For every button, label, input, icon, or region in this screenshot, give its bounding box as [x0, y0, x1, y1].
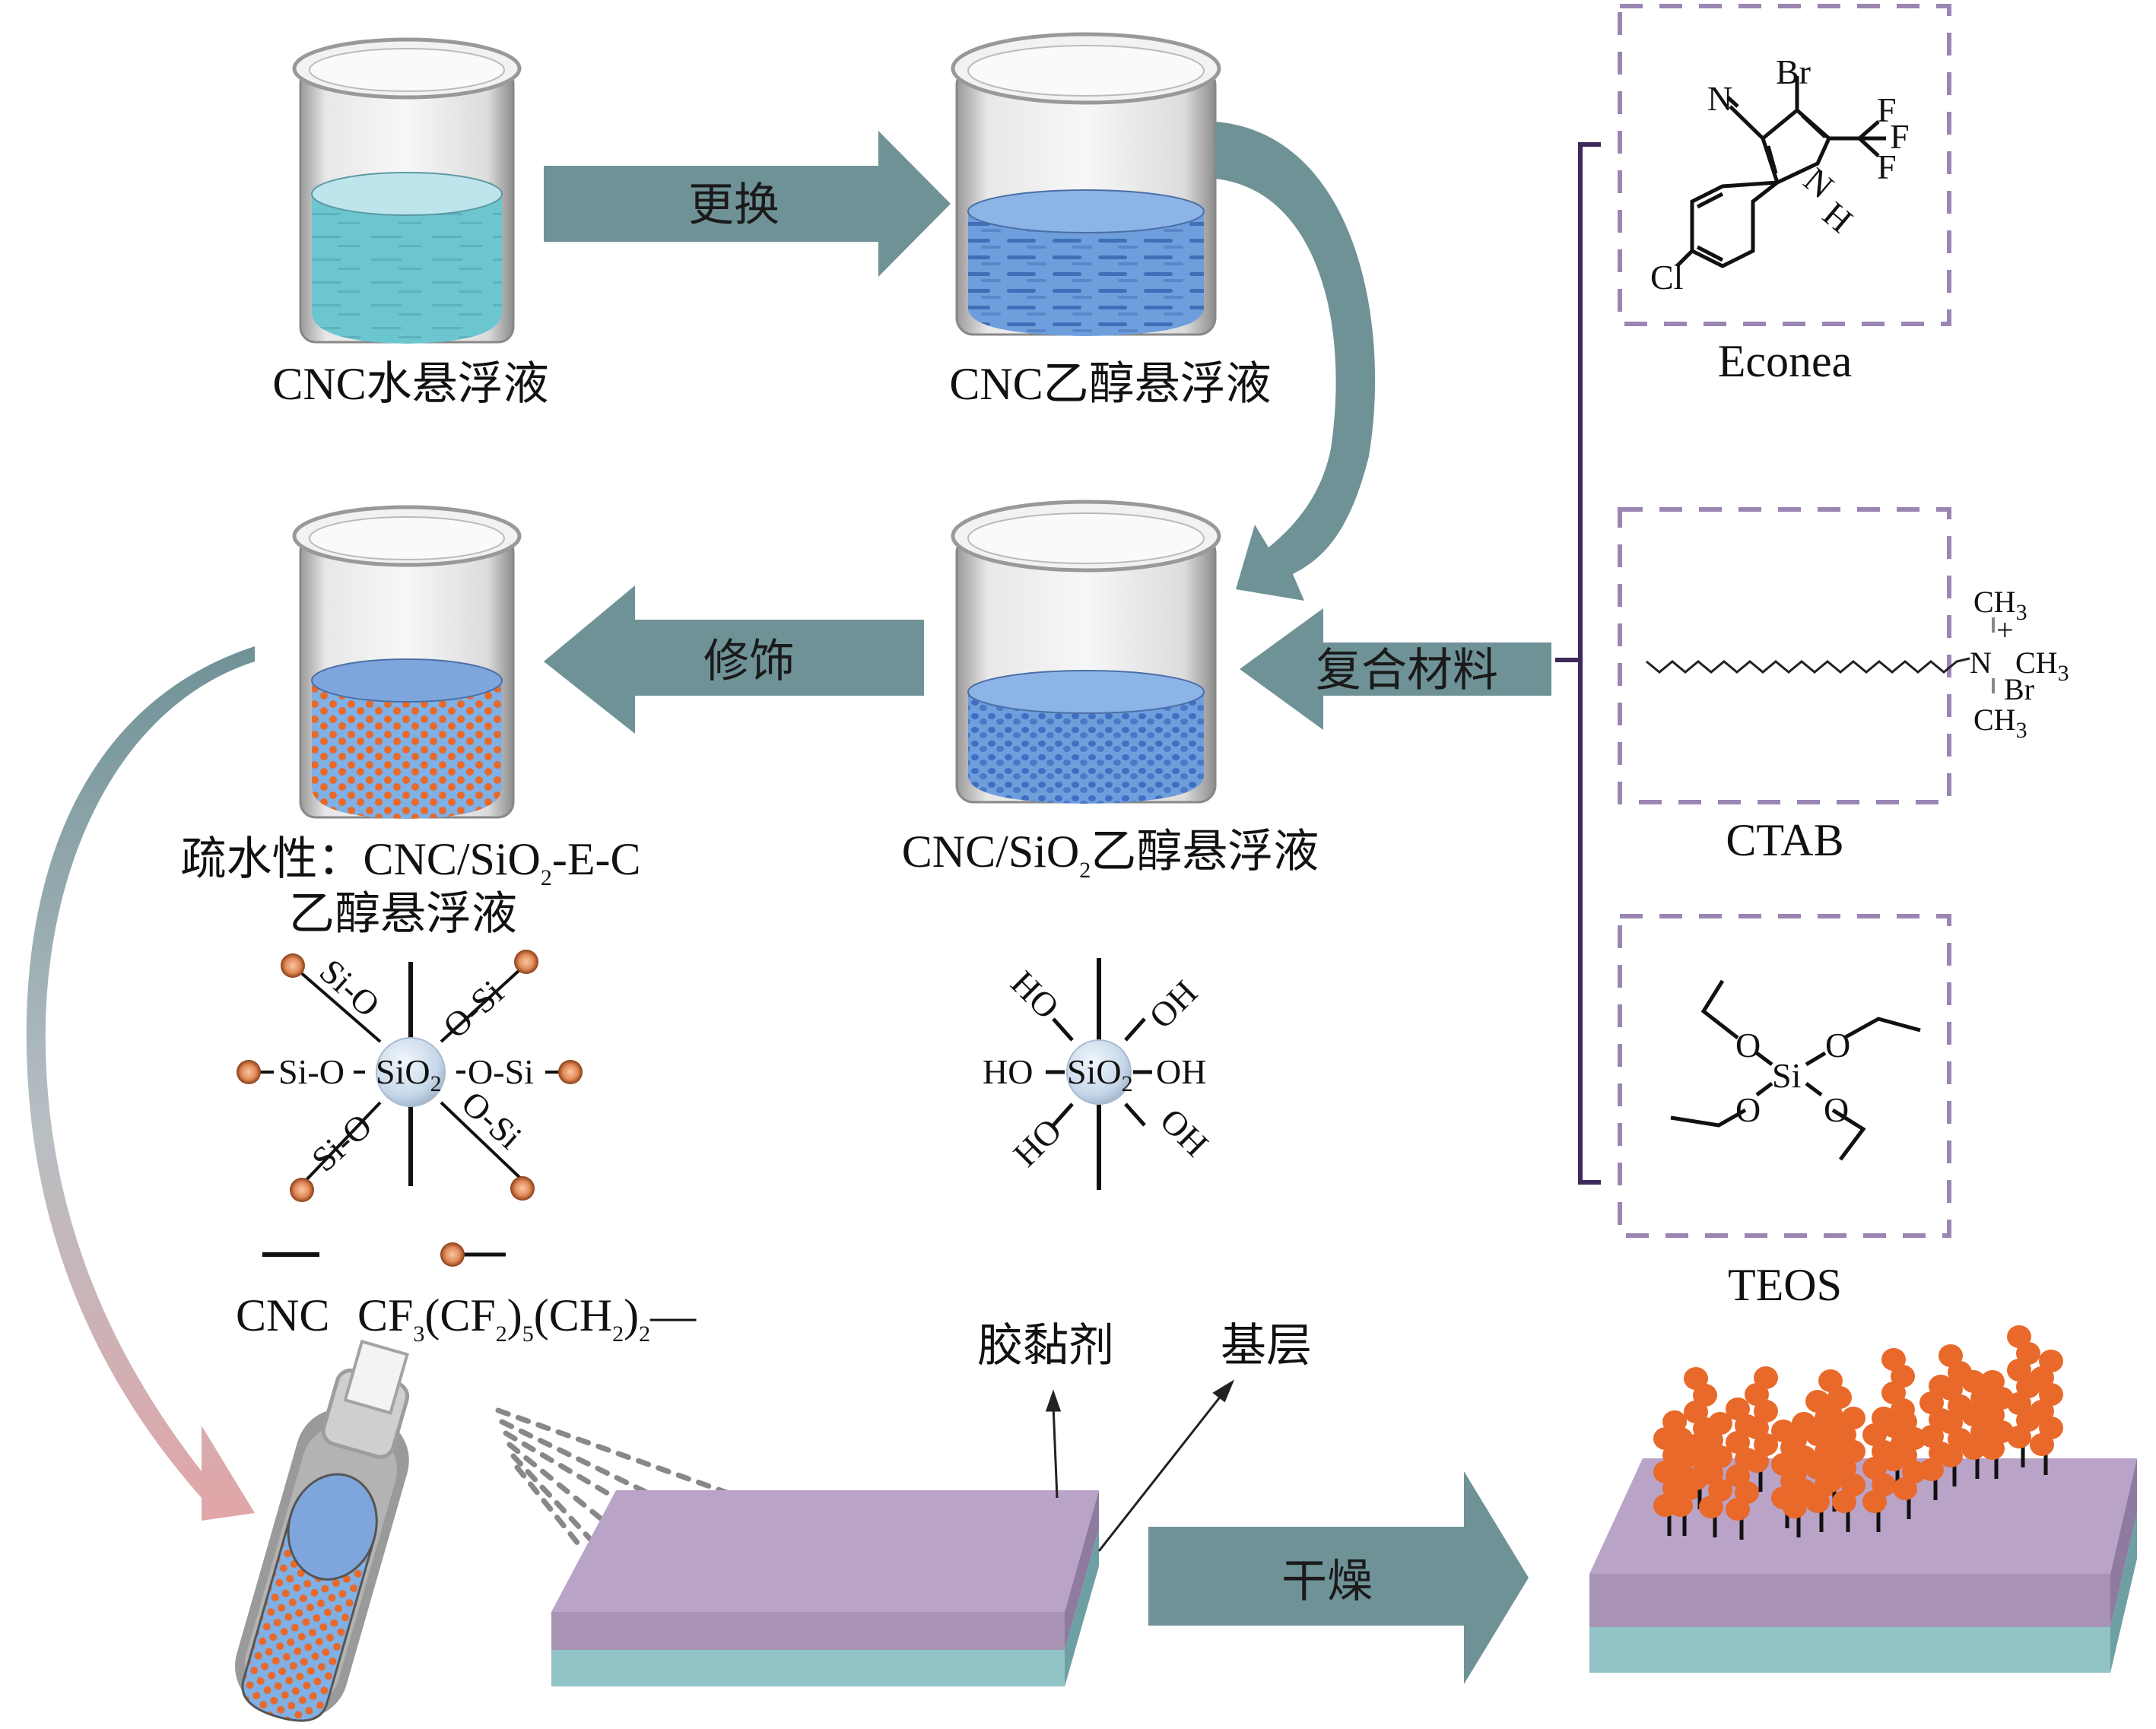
beaker-cnc-water	[292, 37, 522, 344]
reagent-ctab-label: CTAB	[1726, 815, 1843, 865]
teos-o1: O	[1735, 1026, 1761, 1064]
label-hydrophobic-line2: 乙醇悬浮液	[289, 889, 517, 939]
label-adhesive: 胶黏剂	[977, 1321, 1114, 1371]
atom-f3: F	[1877, 148, 1897, 186]
atom-f2: F	[1890, 117, 1910, 156]
atom-f1: F	[1877, 90, 1897, 129]
atom-h: H	[1815, 194, 1859, 240]
label-pointers	[1045, 1379, 1235, 1552]
arrow-modify: 修饰	[544, 585, 924, 734]
arm-lower-right-label: O-Si	[454, 1083, 529, 1156]
teos-si: Si	[1772, 1056, 1801, 1095]
fluorinated-bead	[1708, 1412, 1732, 1435]
atom-n-ring: N	[1796, 160, 1840, 205]
oh-upper-right: OH	[1142, 972, 1205, 1036]
arrow-modify-label: 修饰	[703, 636, 795, 687]
sio2-hydroxyl-particle: SiO2 HO OH HO OH HO OH	[983, 958, 1216, 1190]
legend-cnc-label: CNC	[236, 1290, 329, 1340]
label-cnc-ethanol: CNC乙醇悬浮液	[949, 359, 1271, 409]
ctab-ch3-right: CH3	[2015, 646, 2069, 686]
ctab-br: Br	[2004, 672, 2034, 706]
fluorinated-bead	[1818, 1369, 1843, 1392]
fluorinated-bead	[1684, 1367, 1708, 1390]
fluorinated-bead	[1938, 1344, 1963, 1367]
fluorinated-bead	[1841, 1407, 1865, 1429]
arrow-replace-label: 更换	[688, 180, 780, 230]
teos-o3: O	[1735, 1090, 1761, 1129]
ctab-ch3-bottom: CH3	[1973, 703, 2027, 743]
beaker-hydrophobic	[292, 505, 522, 819]
reagent-econea-label: Econea	[1718, 336, 1853, 386]
arrow-replace: 更换	[544, 131, 951, 277]
ctab-charge: +	[1996, 613, 2014, 647]
reagent-bracket	[1555, 142, 1601, 1185]
arm-right-label: O-Si	[468, 1052, 534, 1091]
oh-lower-right: OH	[1153, 1101, 1216, 1164]
fluorinated-bead	[1754, 1366, 1778, 1389]
arm-left-label: Si-O	[278, 1052, 345, 1091]
ctab-ch3-top: CH3	[1973, 585, 2027, 625]
atom-n-nitrile: N	[1707, 79, 1732, 118]
legend-chain-bead	[440, 1242, 465, 1267]
fluorinated-bead	[2039, 1350, 2063, 1372]
arrow-dry: 干燥	[1148, 1471, 1529, 1684]
fluorinated-bead	[1881, 1348, 1906, 1371]
reagent-teos: O O Si O O	[1618, 914, 1951, 1238]
label-hydrophobic-line1: 疏水性：CNC/SiO2-E-C	[180, 834, 640, 890]
oh-right: OH	[1156, 1052, 1206, 1091]
substrate-final	[1589, 1325, 2137, 1673]
arrow-dry-label: 干燥	[1281, 1556, 1373, 1607]
fluorinated-bead	[1961, 1370, 1986, 1393]
arrow-curved-down	[1215, 122, 1376, 601]
teos-o4: O	[1824, 1090, 1849, 1129]
fluorinated-bead	[1893, 1410, 1917, 1433]
sio2-center-label: SiO2	[376, 1052, 442, 1096]
oh-upper-left: HO	[1004, 963, 1067, 1026]
sio2-modified-particle: SiO2 Si-O O-Si Si-O O-Si Si-O O-Si	[237, 950, 583, 1202]
sio2-hydroxyl-center: SiO2	[1067, 1052, 1133, 1096]
label-cnc-water: CNC水悬浮液	[272, 359, 548, 409]
reagent-econea: Br N F F F N H Cl	[1618, 4, 1951, 326]
fluorinated-bead	[1980, 1370, 2005, 1393]
arm-upper-left-label: Si-O	[313, 951, 388, 1024]
atom-br: Br	[1776, 52, 1811, 91]
label-cnc-sio2-ethanol: CNC/SiO2乙醇悬浮液	[902, 826, 1319, 883]
label-substrate: 基层	[1221, 1321, 1312, 1371]
legend-chain-label: CF3(CF2)5(CH2)2—	[357, 1290, 697, 1347]
ctab-n: N	[1970, 646, 1992, 680]
reagent-teos-label: TEOS	[1728, 1260, 1842, 1310]
reagent-ctab: CH3 + N CH3 Br CH3	[1618, 507, 2069, 804]
beaker-cnc-sio2-ethanol	[951, 500, 1221, 804]
legend: CNC CF3(CF2)5(CH2)2—	[236, 1242, 697, 1347]
fluorinated-bead	[1726, 1397, 1750, 1420]
substrate-coating	[551, 1490, 1099, 1686]
arrow-composite-label: 复合材料	[1316, 646, 1498, 696]
arrow-composite: 复合材料	[1240, 608, 1551, 730]
arrow-curved-to-spray	[26, 646, 256, 1521]
oh-left: HO	[983, 1052, 1033, 1091]
teos-o2: O	[1825, 1026, 1850, 1064]
beaker-cnc-ethanol	[951, 32, 1221, 336]
atom-cl: Cl	[1650, 258, 1683, 297]
spray-bottle	[235, 1339, 410, 1722]
fluorinated-bead	[2007, 1325, 2031, 1348]
